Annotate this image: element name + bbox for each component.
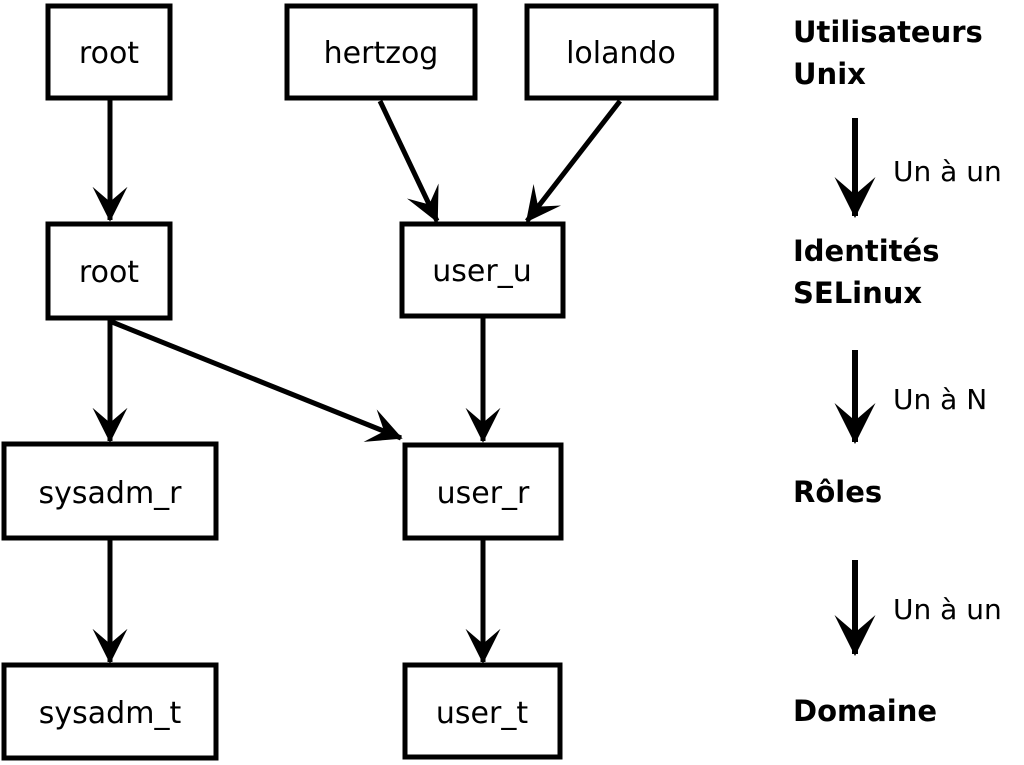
node-user-u: user_u [399,221,566,319]
node-hertzog-label: hertzog [324,36,439,71]
stage-identities-line2: SELinux [793,276,922,310]
edge-selinux-root-to-user-r [111,319,403,442]
relation-label-users-to-identities: Un à un [893,155,1002,188]
node-sysadm-t: sysadm_t [1,662,219,761]
node-user-u-label: user_u [432,254,531,289]
edge-hertzog-to-user-u [377,99,440,223]
stage-users-line2: Unix [793,57,866,91]
node-user-r: user_r [402,442,564,541]
node-sysadm-t-label: sysadm_t [39,696,182,731]
relation-label-identities-to-roles: Un à N [893,383,987,416]
node-selinux-root: root [45,221,173,321]
node-user-t-label: user_t [436,696,528,731]
node-lolando: lolando [524,3,719,101]
node-user-r-label: user_r [437,476,530,511]
node-lolando-label: lolando [566,36,676,71]
node-selinux-root-label: root [79,255,139,290]
stage-roles: Rôles [793,475,882,509]
stage-users-line1: Utilisateurs [793,15,983,49]
node-unix-root-label: root [79,36,139,71]
node-sysadm-r-label: sysadm_r [39,476,183,511]
node-unix-root: root [45,3,173,101]
legend-column: Utilisateurs Unix Un à un Identités SELi… [793,15,1002,728]
node-sysadm-r: sysadm_r [1,441,219,541]
node-user-t: user_t [402,662,563,760]
relation-label-roles-to-domain: Un à un [893,593,1002,626]
edge-lolando-to-user-u [525,99,622,223]
node-hertzog: hertzog [284,3,478,101]
stage-domain: Domaine [793,694,937,728]
stage-identities-line1: Identités [793,234,939,268]
